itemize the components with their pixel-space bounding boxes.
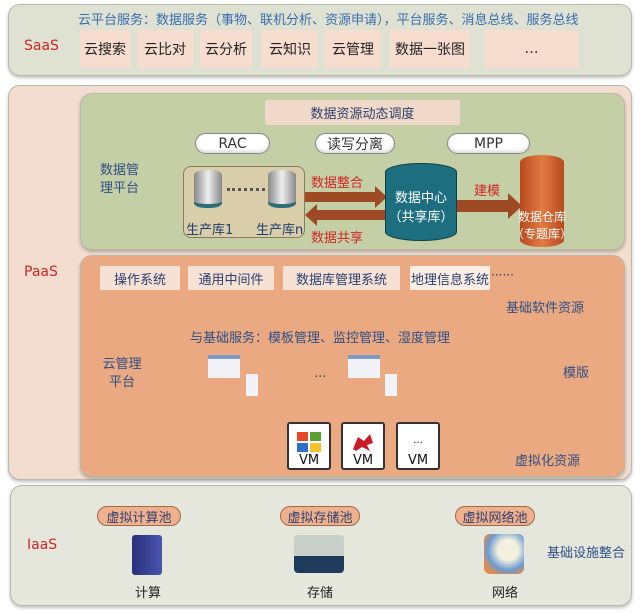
dots-connector (227, 188, 265, 191)
vm-kylin: VM (341, 422, 385, 470)
vm-label: VM (407, 453, 429, 468)
software-item: 通用中间件 (188, 266, 274, 290)
infrastructure-label: 基础设施整合 (547, 546, 626, 561)
network-icon (484, 534, 524, 574)
prod-db-1-label: 生产库1 (186, 223, 234, 238)
software-item: 操作系统 (100, 266, 180, 290)
pill-rw-split: 读写分离 (315, 133, 395, 154)
data-warehouse-cylinder: 数据仓库 （专题库） (512, 155, 572, 247)
vm-label: VM (352, 453, 374, 468)
software-item: 地理信息系统 (410, 266, 490, 290)
pool-network: 虚拟网络池 (455, 506, 535, 526)
pill-rac: RAC (195, 133, 270, 154)
data-center-label: 数据中心 (394, 191, 447, 206)
storage-label: 存储 (307, 586, 334, 601)
template-label: 模版 (563, 366, 590, 381)
arrow-right-icon (305, 186, 387, 208)
warehouse-sub: （专题库） (512, 227, 573, 241)
saas-item: 云比对 (137, 30, 193, 68)
software-item: 数据库管理系统 (283, 266, 400, 290)
template-icon (348, 355, 380, 378)
vm-windows: VM (287, 422, 331, 470)
saas-item: 数据一张图 (390, 30, 470, 68)
scheduler-bar: 数据资源动态调度 (265, 100, 460, 125)
virtual-resources-label: 虚拟化资源 (515, 454, 581, 469)
data-center-cylinder: 数据中心 （共享库） (385, 163, 457, 241)
template-small-icon (246, 374, 258, 396)
server-icon (132, 535, 162, 575)
software-more: ······ (491, 268, 514, 282)
data-flow-arrows (305, 186, 522, 226)
network-label: 网络 (492, 586, 519, 601)
template-ellipsis: ··· (314, 370, 327, 385)
saas-item: 云搜索 (80, 30, 130, 68)
data-mgmt-label: 数据管理平台 (100, 163, 140, 196)
template-icon (208, 355, 240, 378)
saas-item: 云管理 (325, 30, 381, 68)
compute-label: 计算 (135, 586, 162, 601)
saas-title: 云平台服务：数据服务（事物、联机分析、资源申请），平台服务、消息总线、服务总线 (78, 13, 579, 28)
paas-label: PaaS (24, 264, 58, 280)
vm-other: ··· VM (396, 422, 440, 470)
saas-item: 云分析 (200, 30, 252, 68)
saas-item: … (485, 30, 578, 68)
saas-item: 云知识 (262, 30, 318, 68)
modeling-label: 建模 (474, 184, 501, 199)
pill-mpp: MPP (447, 133, 530, 154)
arrow-right-icon (455, 193, 522, 219)
saas-label: SaaS (24, 38, 59, 54)
template-small-icon (385, 374, 397, 396)
integrate-label: 数据整合 (311, 176, 364, 191)
windows-logo-icon (297, 432, 321, 452)
vm-label: VM (298, 453, 320, 468)
iaas-label: IaaS (27, 537, 58, 553)
services-text: 与基础服务：模板管理、监控管理、湿度管理 (190, 331, 451, 346)
share-label: 数据共享 (311, 231, 364, 246)
vm-more: ··· (413, 438, 423, 449)
pool-compute: 虚拟计算池 (97, 506, 181, 526)
database-icon (268, 170, 296, 208)
database-icon (194, 170, 222, 208)
prod-db-n-label: 生产库n (256, 223, 304, 238)
pool-storage: 虚拟存储池 (280, 506, 360, 526)
software-resources-label: 基础软件资源 (506, 301, 585, 316)
storage-icon (294, 535, 344, 573)
data-center-sub: （共享库） (388, 210, 454, 225)
kylin-logo-icon (353, 434, 373, 451)
cloud-mgmt-label: 云管理平台 (102, 357, 142, 390)
arrow-left-icon (305, 204, 387, 226)
warehouse-label: 数据仓库 (518, 210, 567, 224)
